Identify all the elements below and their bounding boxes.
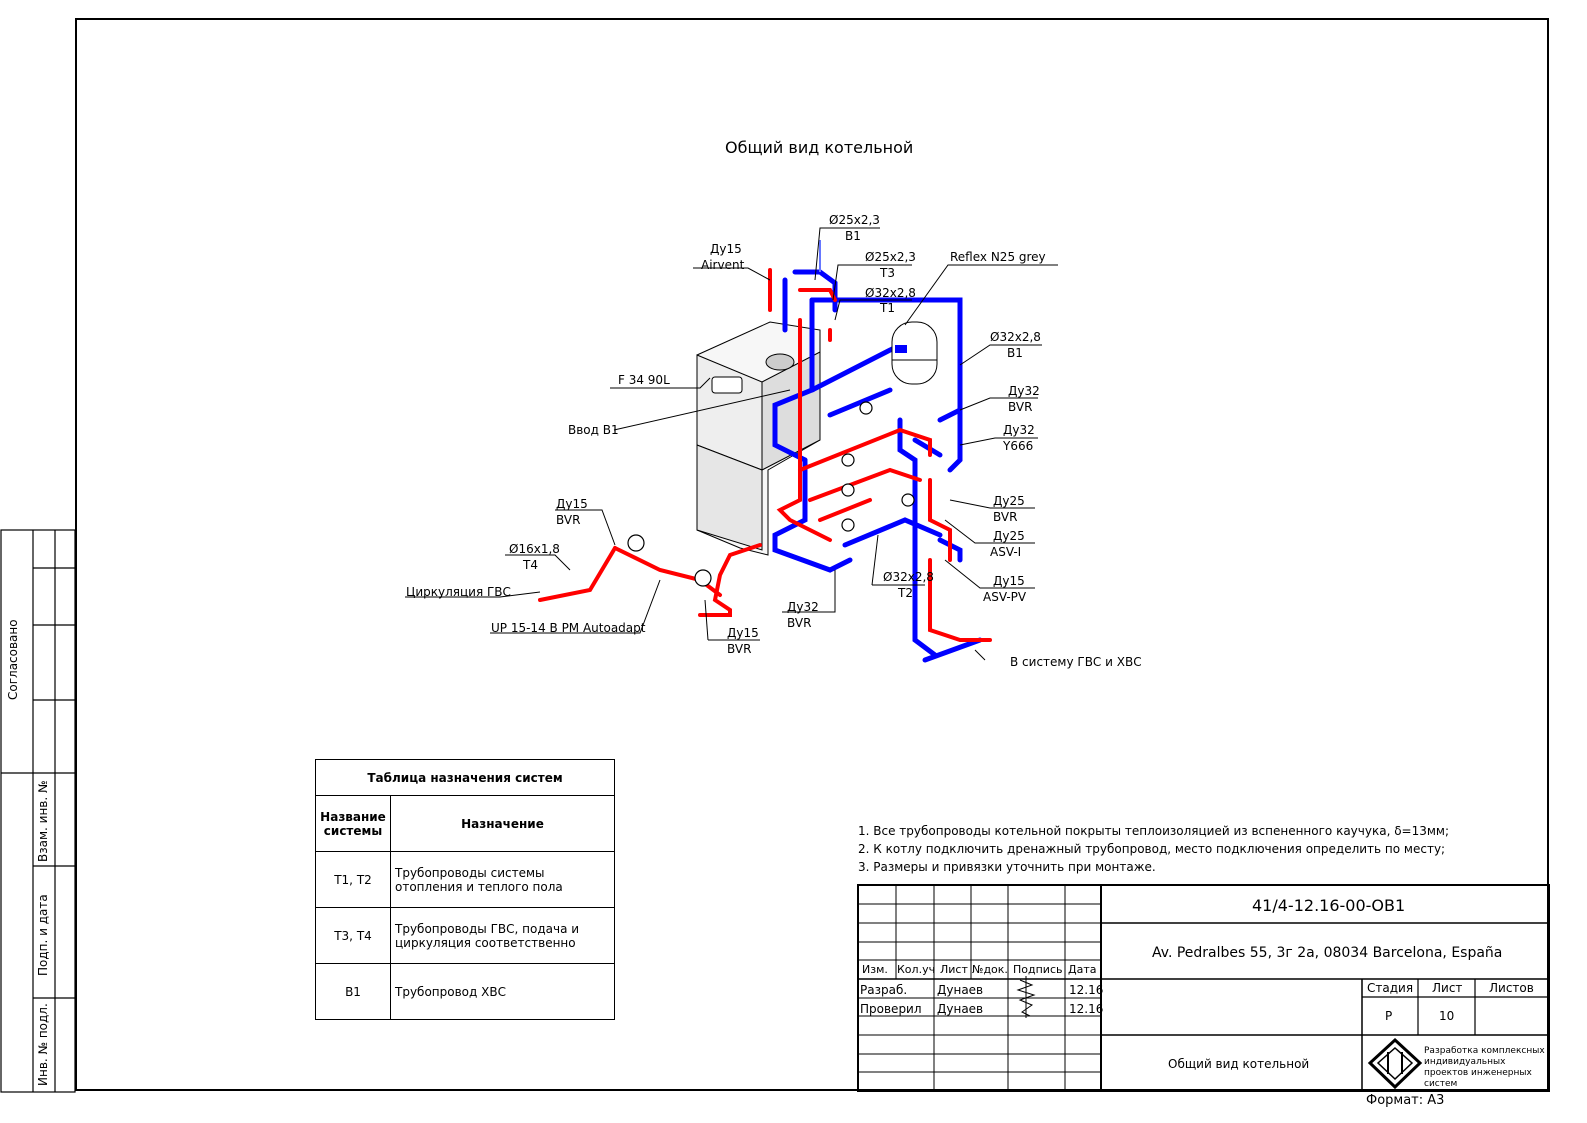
label-bvr32-bottom-dn: Ду32: [787, 600, 819, 614]
drawing-frame: [75, 18, 1549, 1091]
label-bvr32-top: BVR: [1008, 400, 1033, 414]
expansion-tank: [891, 321, 938, 385]
tb-stage: Р: [1385, 1009, 1393, 1023]
label-asvpv-dn: Ду15: [993, 574, 1025, 588]
tb-sheet-label: Лист: [1432, 981, 1463, 995]
label-pipe-t3: Ø25x2,3: [865, 250, 916, 264]
label-bvr15-bottom: BVR: [727, 642, 752, 656]
label-y666-dn: Ду32: [1003, 423, 1035, 437]
label-bvr15-left-dn: Ду15: [556, 497, 588, 511]
tb-role1-date: 12.16: [1069, 983, 1104, 997]
label-bvr25-dn: Ду25: [993, 494, 1025, 508]
label-bvr32-bottom: BVR: [787, 616, 812, 630]
label-bvr15-left: BVR: [556, 513, 581, 527]
tb-head-doc: №док.: [972, 963, 1008, 976]
label-pipe-t4-sys: T4: [523, 558, 538, 572]
label-pipe-b1-top: Ø25x2,3: [829, 213, 880, 227]
label-pipe-t2: Ø32x2,8: [883, 570, 934, 584]
label-y666: Y666: [1003, 439, 1034, 453]
gauges: [627, 401, 915, 587]
label-pipe-t3-sys: T3: [880, 266, 895, 280]
label-airvent: Airvent: [701, 258, 745, 272]
system-table-row-name: B1: [315, 963, 391, 1020]
note-line: 3. Размеры и привязки уточнить при монта…: [858, 860, 1156, 874]
label-to-system: В систему ГВС и ХВС: [1010, 655, 1142, 669]
side-stamp-agreed: Согласовано: [6, 619, 20, 700]
tb-address: Av. Pedralbes 55, 3г 2а, 08034 Barcelona…: [1152, 945, 1503, 961]
side-stamp-inv-replace: Взам. инв. №: [36, 781, 50, 862]
label-pipe-t1-sys: T1: [880, 301, 895, 315]
label-pipe-t2-sys: T2: [898, 586, 913, 600]
label-pipe-t4: Ø16x1,8: [509, 542, 560, 556]
label-pipe-b1-top-sys: B1: [845, 229, 861, 243]
cold-pipes: [772, 269, 983, 663]
tb-head-izm: Изм.: [862, 963, 888, 976]
tb-code: 41/4-12.16-00-ОВ1: [1252, 896, 1406, 915]
tb-role1-name: Дунаев: [937, 983, 984, 997]
tb-head-sign: Подпись: [1013, 963, 1063, 976]
drawing-title: Общий вид котельной: [725, 138, 914, 157]
system-table-caption: Таблица назначения систем: [315, 759, 615, 796]
label-asvi: ASV-I: [990, 545, 1022, 559]
system-table-row-purpose: Трубопроводы системы отопления и теплого…: [390, 851, 615, 908]
tb-sheet-title: Общий вид котельной: [1168, 1057, 1310, 1071]
label-circulation: Циркуляция ГВС: [406, 585, 511, 599]
label-reflex: Reflex N25 grey: [950, 250, 1046, 264]
label-pipe-b1-right: Ø32x2,8: [990, 330, 1041, 344]
hot-pipes: [538, 268, 992, 642]
table-row: T1, T2 Трубопроводы системы отопления и …: [315, 851, 615, 908]
label-boiler: F 34 90L: [618, 373, 670, 387]
tb-role1: Разраб.: [860, 983, 908, 997]
label-asvi-dn: Ду25: [993, 529, 1025, 543]
company-logo: [1367, 1037, 1423, 1090]
tb-sheets-label: Листов: [1489, 981, 1534, 995]
label-bvr15-bottom-dn: Ду15: [727, 626, 759, 640]
label-bvr25: BVR: [993, 510, 1018, 524]
system-table: Таблица назначения систем Название систе…: [315, 759, 615, 1020]
table-row: B1 Трубопровод ХВС: [315, 963, 615, 1020]
notes: 1. Все трубопроводы котельной покрыты те…: [858, 822, 1449, 876]
tb-sheet: 10: [1439, 1009, 1455, 1023]
tb-role2-name: Дунаев: [937, 1002, 984, 1016]
label-asvpv: ASV-PV: [983, 590, 1027, 604]
side-stamp: Согласовано Взам. инв. № Подп. и дата Ин…: [0, 529, 76, 1093]
label-airvent-dn: Ду15: [710, 242, 742, 256]
tb-format: Формат: А3: [1366, 1093, 1445, 1108]
tb-head-list: Лист: [940, 963, 968, 976]
system-table-row-purpose: Трубопровод ХВС: [390, 963, 615, 1020]
system-table-head-purpose: Назначение: [390, 795, 615, 852]
side-stamp-sign-date: Подп. и дата: [36, 894, 50, 976]
side-stamp-inv-orig: Инв. № подл.: [36, 1003, 50, 1086]
label-pipe-b1-right-sys: B1: [1007, 346, 1023, 360]
note-line: 2. К котлу подключить дренажный трубопро…: [858, 842, 1446, 856]
leader-lines: [405, 227, 1058, 661]
label-pipe-t1: Ø32x2,8: [865, 286, 916, 300]
tb-head-date: Дата: [1068, 963, 1097, 976]
tb-head-kol: Кол.уч: [897, 963, 936, 976]
signature: [1016, 976, 1036, 1018]
tb-company: Разработка комплексных индивидуальных пр…: [1424, 1046, 1545, 1089]
label-bvr32-top-dn: Ду32: [1008, 384, 1040, 398]
tb-stage-label: Стадия: [1367, 981, 1414, 995]
system-table-row-purpose: Трубопроводы ГВС, подача и циркуляция со…: [390, 907, 615, 964]
note-line: 1. Все трубопроводы котельной покрыты те…: [858, 824, 1450, 838]
tb-role2: Проверил: [860, 1002, 922, 1016]
tb-role2-date: 12.16: [1069, 1002, 1104, 1016]
label-pump: UP 15-14 B PM Autoadapt: [491, 621, 646, 635]
label-inlet-b1: Ввод B1: [568, 423, 619, 437]
